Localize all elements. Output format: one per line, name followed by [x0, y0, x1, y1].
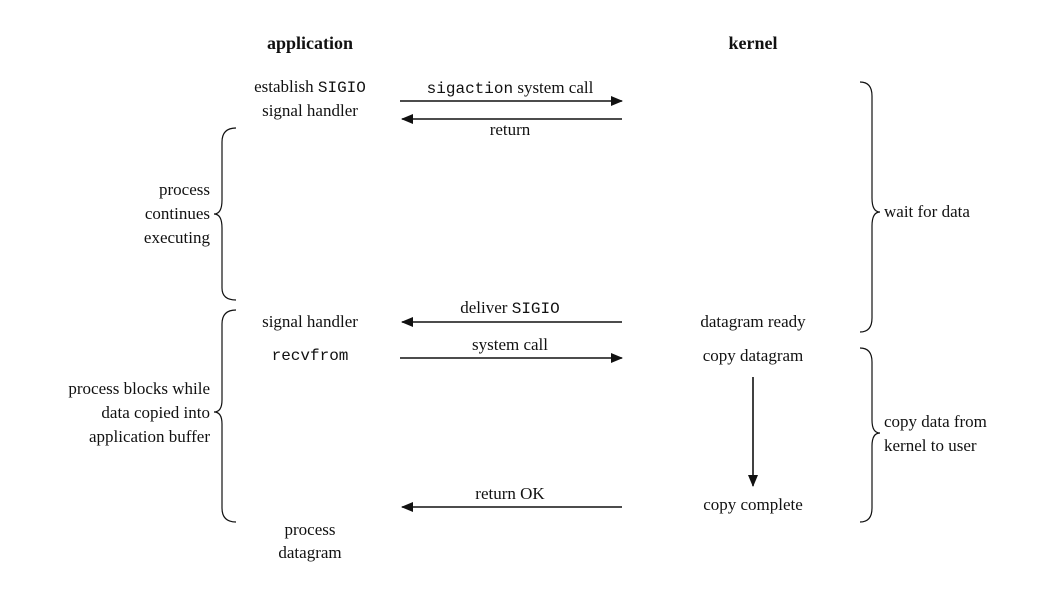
sigio-code: SIGIO: [317, 79, 366, 97]
establish-label: establish SIGIO: [210, 76, 410, 99]
sigaction-code: sigaction: [426, 80, 514, 98]
application-header: application: [266, 33, 354, 53]
return-ok-label: return OK: [475, 484, 545, 503]
process-label-line2: datagram: [278, 543, 342, 562]
process-label-line1: process: [284, 520, 336, 539]
establish-text: establish: [254, 77, 318, 96]
copy-data-line2: kernel to user: [884, 436, 977, 455]
system-call-label: system call: [471, 335, 548, 354]
copy-data-line1: copy data from: [884, 412, 987, 431]
recvfrom-label: recvfrom: [271, 347, 349, 365]
kernel-header: kernel: [728, 33, 778, 53]
copy-complete-label: copy complete: [703, 495, 803, 514]
brace-continues: [213, 127, 237, 301]
sigaction-rest: system call: [513, 78, 594, 97]
continues-line2: continues: [144, 204, 210, 223]
brace-copy: [859, 347, 881, 523]
deliver-sigio-label: deliver SIGIO: [410, 297, 610, 320]
blocks-line3: application buffer: [88, 427, 210, 446]
blocks-line1: process blocks while: [68, 379, 210, 398]
continues-line1: process: [159, 180, 210, 199]
deliver-sigio-code: SIGIO: [511, 300, 560, 318]
sigaction-label: sigaction system call: [390, 77, 630, 100]
signal-handler-label-2: signal handler: [262, 312, 358, 331]
continues-line3: executing: [143, 228, 210, 247]
blocks-line2: data copied into: [101, 403, 210, 422]
brace-blocks: [213, 309, 237, 523]
wait-for-data-label: wait for data: [884, 202, 970, 221]
signal-handler-label-1: signal handler: [262, 101, 358, 120]
brace-wait: [859, 81, 881, 333]
return-label: return: [489, 120, 531, 139]
deliver-text: deliver: [460, 298, 512, 317]
copy-datagram-label: copy datagram: [702, 346, 804, 365]
datagram-ready-label: datagram ready: [700, 312, 806, 331]
